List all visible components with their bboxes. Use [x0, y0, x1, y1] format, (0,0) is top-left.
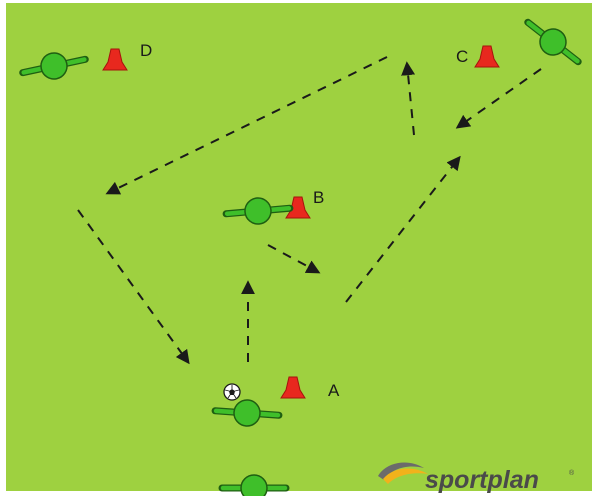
soccer-ball-icon — [224, 384, 240, 400]
brand-trademark: ® — [569, 469, 575, 477]
cone-label-a: A — [328, 381, 340, 400]
brand-text: sportplan — [425, 466, 539, 494]
cone-label-c: C — [456, 47, 468, 66]
pitch-surface — [6, 3, 592, 491]
cone-label-d: D — [140, 41, 152, 60]
cone-label-b: B — [313, 188, 324, 207]
